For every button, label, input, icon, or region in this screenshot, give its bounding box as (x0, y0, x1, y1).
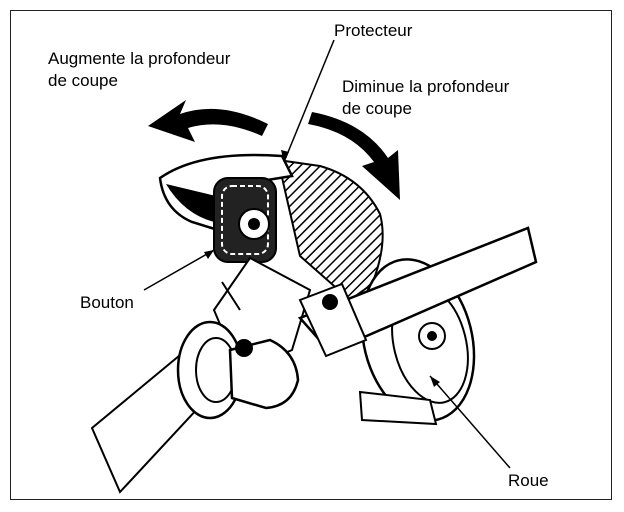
wheel-leader (430, 376, 510, 468)
guard-shroud (278, 160, 383, 300)
knob-leader (144, 250, 214, 290)
increase-depth-label: Augmente la profondeur de coupe (48, 48, 230, 92)
decrease-depth-line2: de coupe (342, 98, 509, 120)
decrease-depth-label: Diminue la profondeur de coupe (342, 76, 509, 120)
wheel-label: Roue (508, 470, 549, 492)
left-arrow-icon (148, 100, 268, 142)
decrease-depth-line1: Diminue la profondeur (342, 76, 509, 98)
guard-label: Protecteur (334, 20, 412, 42)
increase-depth-line2: de coupe (48, 70, 230, 92)
increase-depth-line1: Augmente la profondeur (48, 48, 230, 70)
knob-label: Bouton (80, 292, 134, 314)
guard-leader (284, 40, 334, 162)
